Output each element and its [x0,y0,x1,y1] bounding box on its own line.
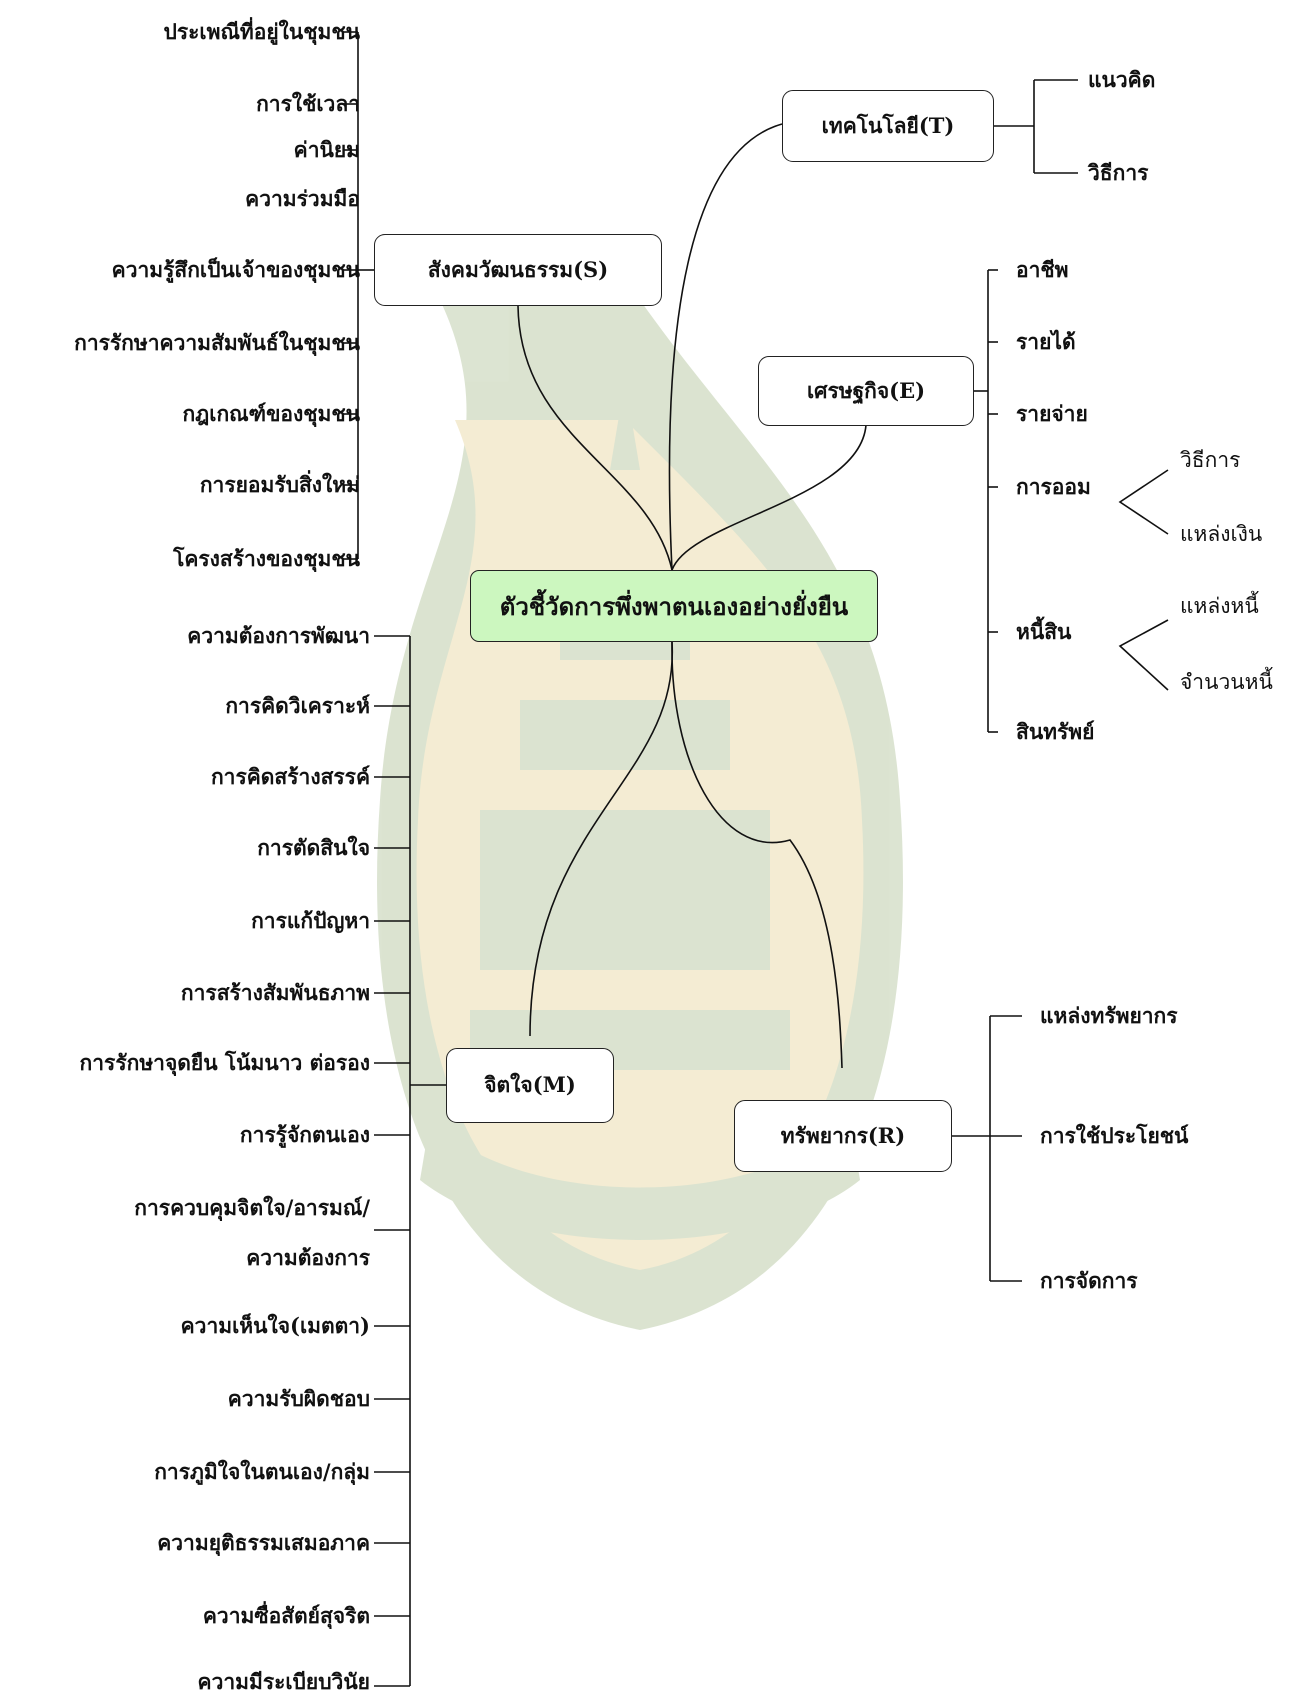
s-item: การยอมรับสิ่งใหม่ [199,472,360,497]
center-node: ตัวชี้วัดการพึ่งพาตนเองอย่างยั่งยืน [470,570,878,642]
s-item: โครงสร้างของชุมชน [173,546,360,571]
e-item: หนี้สิน [1016,619,1072,644]
link-center-r [671,641,843,1069]
emblem-spire [610,380,640,470]
emblem-ribbon [420,1120,860,1240]
e-item: รายได้ [1016,329,1076,354]
e-item: สินทรัพย์ [1016,719,1095,744]
e-item: การออม [1016,474,1091,499]
m-item: การแก้ปัญหา [251,908,370,933]
r-item: แหล่งทรัพยากร [1040,1003,1178,1028]
saving-sub-item: แหล่งเงิน [1180,522,1263,546]
saving-sub-item: วิธีการ [1180,448,1241,472]
debt-sub-item: แหล่งหนี้ [1180,594,1259,618]
s-item: การใช้เวลา [256,91,360,116]
s-item: ค่านิยม [293,137,360,162]
m-item: การรักษาจุดยืน โน้มนาว ต่อรอง [79,1050,370,1075]
r-item: การจัดการ [1040,1268,1138,1293]
t-item: แนวคิด [1088,67,1156,92]
m-item: ความต้องการพัฒนา [187,623,370,648]
debt-sub-item: จำนวนหนี้ [1180,670,1273,694]
node-economy: เศรษฐกิจ(E) [758,356,974,426]
m-item: การคิดวิเคราะห์ [225,693,370,718]
m-item: ความรับผิดชอบ [227,1386,370,1411]
m-item: ความเห็นใจ(เมตตา) [180,1313,370,1338]
e-item: อาชีพ [1016,257,1069,282]
m-item: การควบคุมจิตใจ/อารมณ์/ [134,1195,370,1220]
s-item: การรักษาความสัมพันธ์ในชุมชน [74,330,360,355]
node-technology: เทคโนโลยี(T) [782,90,994,162]
m-item: ความยุติธรรมเสมอภาค [157,1530,370,1555]
node-social-culture: สังคมวัฒนธรรม(S) [374,234,662,306]
m-item: การรู้จักตนเอง [239,1122,370,1147]
emblem-tier-3 [480,810,770,970]
s-item: กฎเกณฑ์ของชุมชน [182,401,360,426]
emblem-tier-2 [520,700,730,770]
saving-fork [1118,469,1169,535]
link-center-e [671,424,867,571]
m-item: การคิดสร้างสรรค์ [210,764,370,789]
e-item: รายจ่าย [1016,401,1088,426]
s-item: ประเพณีที่อยู่ในชุมชน [163,19,360,44]
node-resources: ทรัพยากร(R) [734,1100,952,1172]
t-item: วิธีการ [1088,160,1149,185]
m-item: ความซื่อสัตย์สุจริต [202,1603,370,1628]
node-mind: จิตใจ(M) [446,1048,614,1123]
r-item: การใช้ประโยชน์ [1040,1123,1189,1148]
debt-fork [1118,619,1169,691]
m-item: ความมีระเบียบวินัย [197,1669,370,1694]
link-center-t [668,123,783,571]
s-item: ความรู้สึกเป็นเจ้าของชุมชน [111,257,360,282]
m-item: ความต้องการ [246,1245,370,1270]
m-item: การสร้างสัมพันธภาพ [180,980,370,1005]
link-center-m [529,641,673,1037]
m-item: การภูมิใจในตนเอง/กลุ่ม [154,1459,370,1484]
link-center-s [517,305,673,571]
m-item: การตัดสินใจ [257,835,370,860]
s-item: ความร่วมมือ [245,186,360,211]
